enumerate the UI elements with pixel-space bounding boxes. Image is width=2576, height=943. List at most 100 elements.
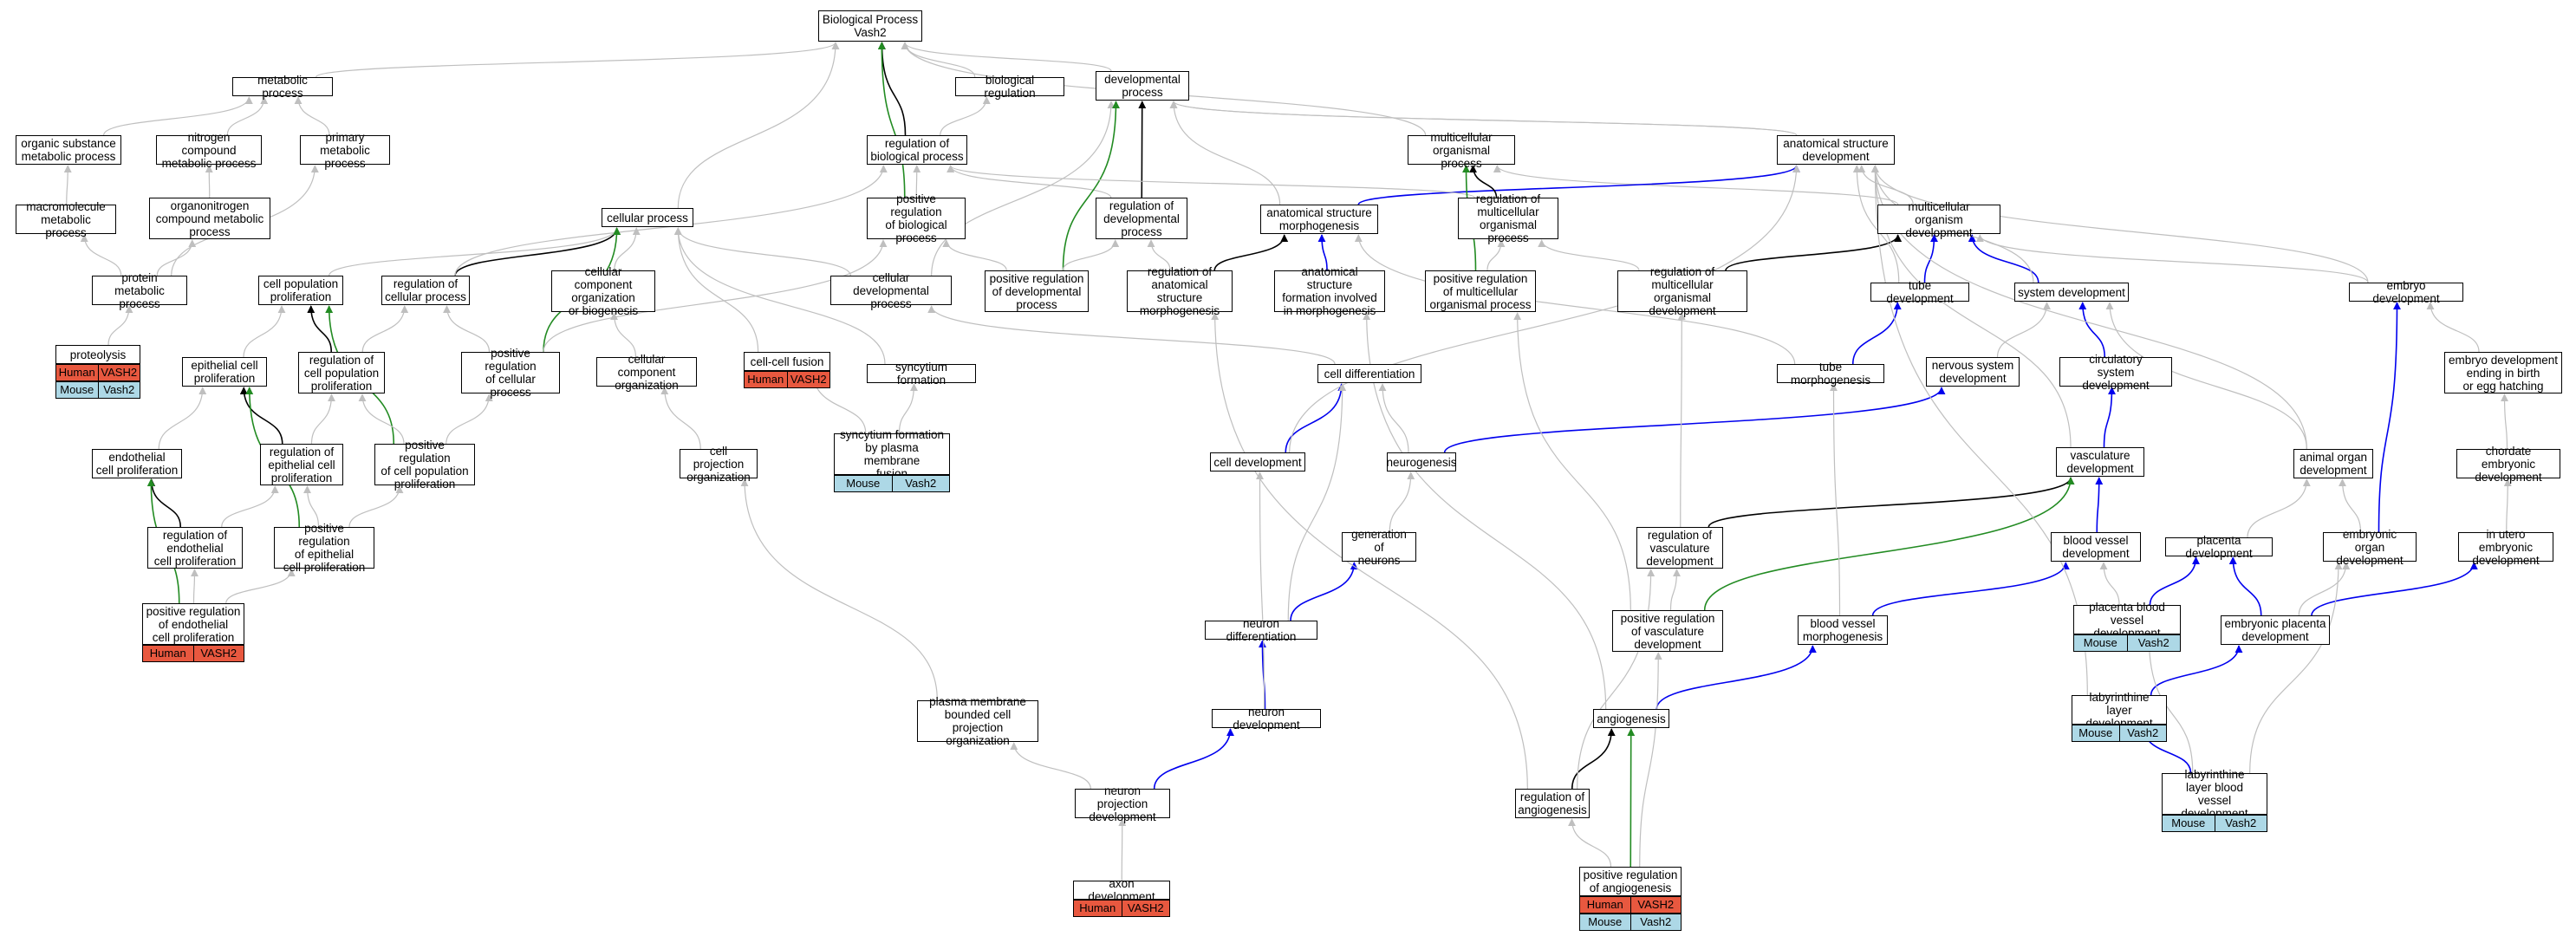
go-term-node-neurdev[interactable]: neuron development (1212, 706, 1321, 732)
go-term-node-placdev[interactable]: placenta development (2165, 534, 2273, 560)
go-term-node-posregbio[interactable]: positive regulation of biological proces… (867, 192, 966, 244)
edge-syncplasma-to-syncform (898, 383, 918, 434)
gene-label[interactable]: Vash2 (2137, 636, 2169, 649)
gene-label[interactable]: VASH2 (790, 373, 827, 386)
gene-label[interactable]: Vash2 (905, 477, 937, 490)
go-term-node-posregcell[interactable]: positive regulation of cellular process (461, 347, 560, 399)
go-term-node-endoprol[interactable]: endothelial cell proliferation (92, 449, 182, 478)
go-term-node-animalorgan[interactable]: animal organ development (2293, 449, 2373, 478)
gene-label[interactable]: VASH2 (200, 647, 237, 660)
go-term-node-celldev[interactable]: cell development (1210, 452, 1305, 472)
go-term-node-posregvasc[interactable]: positive regulation of vasculature devel… (1612, 610, 1723, 652)
go-term-node-posregdev[interactable]: positive regulation of developmental pro… (985, 270, 1089, 312)
go-term-node-proteolysis[interactable]: proteolysis (55, 345, 140, 364)
go-term-node-ccorg[interactable]: cellular component organization or bioge… (551, 265, 655, 317)
go-term-node-labdev[interactable]: labyrinthine layer development (2072, 691, 2167, 730)
go-term-node-ccorg2[interactable]: cellular component organization (596, 353, 697, 392)
go-term-node-tubemorph[interactable]: tube morphogenesis (1777, 361, 1884, 387)
go-term-node-cellproc[interactable]: cellular process (602, 208, 693, 227)
gene-label[interactable]: VASH2 (1637, 898, 1675, 911)
go-term-node-embryobirth[interactable]: embryo development ending in birth or eg… (2444, 352, 2562, 393)
go-term-node-bioreg[interactable]: biological regulation (955, 74, 1064, 100)
go-term-node-neurproj[interactable]: neuron projection development (1075, 784, 1170, 823)
go-term-node-regvasc[interactable]: regulation of vasculature development (1636, 527, 1723, 569)
go-term-node-neurdiff[interactable]: neuron differentiation (1205, 617, 1317, 643)
edge-regmultidev-to-multiorgdev (1725, 234, 1903, 271)
go-term-node-celldevproc[interactable]: cellular developmental process (830, 271, 952, 310)
go-term-node-posregendo[interactable]: positive regulation of endothelial cell … (142, 603, 244, 645)
go-term-node-pmbcpo[interactable]: plasma membrane bounded cell projection … (917, 695, 1038, 747)
go-term-node-reganatmorph[interactable]: regulation of anatomical structure morph… (1127, 265, 1233, 317)
go-term-node-labbv[interactable]: labyrinthine layer blood vessel developm… (2162, 768, 2267, 820)
go-term-node-anatinmorph[interactable]: anatomical structure formation involved … (1274, 265, 1385, 317)
edge-tubedev-to-multiorgdev (1923, 234, 1938, 283)
go-term-node-organonit[interactable]: organonitrogen compound metabolic proces… (149, 198, 270, 239)
go-term-node-regcellpop[interactable]: regulation of cell population proliferat… (298, 352, 385, 393)
go-term-node-embryodev[interactable]: embryo development (2349, 279, 2463, 305)
gene-label[interactable]: Vash2 (1640, 915, 1672, 928)
go-term-node-primary[interactable]: primary metabolic process (300, 131, 390, 170)
edge-neurogen-to-celldiff (1378, 383, 1409, 453)
go-term-node-neurogen[interactable]: neurogenesis (1386, 452, 1457, 472)
edge-labbv-to-embryoorgan (2249, 562, 2343, 774)
gene-label[interactable]: VASH2 (101, 366, 138, 379)
go-term-node-embryoorgan[interactable]: embryonic organ development (2323, 528, 2417, 567)
gene-label[interactable]: VASH2 (1127, 901, 1164, 914)
go-term-node-anatdev[interactable]: anatomical structure development (1777, 135, 1895, 165)
go-term-node-cellfusion[interactable]: cell-cell fusion (744, 352, 830, 371)
go-term-node-celldiff[interactable]: cell differentiation (1317, 364, 1421, 383)
go-term-node-tubedev[interactable]: tube development (1870, 279, 1969, 305)
gene-label[interactable]: Vash2 (2225, 816, 2257, 829)
go-term-node-bp[interactable]: Biological Process Vash2 (818, 10, 922, 42)
go-term-node-regbio[interactable]: regulation of biological process (867, 135, 967, 165)
go-term-node-multiorgdev[interactable]: multicellular organism development (1877, 200, 2000, 239)
edge-organic-to-metabolic (103, 96, 253, 136)
go-term-node-syncplasma[interactable]: syncytium formation by plasma membrane f… (834, 428, 950, 480)
edge-anatmorph-to-devproc (1169, 101, 1281, 205)
edge-regbio-to-bp (878, 42, 907, 136)
go-term-node-epiprol[interactable]: epithelial cell proliferation (182, 357, 267, 387)
go-term-node-organic[interactable]: organic substance metabolic process (16, 135, 121, 165)
gene-label[interactable]: Vash2 (2127, 726, 2159, 739)
go-term-node-bvdev[interactable]: blood vessel development (2051, 532, 2141, 562)
go-term-node-chordate[interactable]: chordate embryonic development (2456, 445, 2560, 484)
go-term-node-posregmulti[interactable]: positive regulation of multicellular org… (1425, 270, 1536, 312)
go-term-node-bvmorph[interactable]: blood vessel morphogenesis (1798, 615, 1888, 645)
go-term-node-syncform[interactable]: syncytium formation (867, 361, 976, 387)
go-term-node-metabolic[interactable]: metabolic process (232, 74, 333, 100)
go-term-node-circdev[interactable]: circulatory system development (2059, 353, 2172, 392)
go-term-node-posregangio[interactable]: positive regulation of angiogenesis (1579, 867, 1682, 896)
go-term-node-nervdev[interactable]: nervous system development (1926, 357, 2020, 387)
go-term-node-cellpopprol[interactable]: cell population proliferation (258, 276, 343, 305)
go-term-node-sysdev[interactable]: system development (2014, 283, 2129, 302)
go-term-node-genneur[interactable]: generation of neurons (1342, 528, 1416, 567)
go-term-node-protmet[interactable]: protein metabolic process (92, 271, 187, 310)
go-term-node-placbv[interactable]: placenta blood vessel development (2073, 601, 2181, 640)
go-term-node-regmultidev[interactable]: regulation of multicellular organismal d… (1617, 265, 1747, 317)
gene-label[interactable]: Vash2 (103, 383, 135, 396)
go-term-node-regepi[interactable]: regulation of epithelial cell proliferat… (260, 444, 343, 485)
go-term-node-axon[interactable]: axon development (1073, 877, 1170, 903)
go-term-node-regcellproc[interactable]: regulation of cellular process (381, 276, 470, 305)
go-term-node-regendo[interactable]: regulation of endothelial cell prolifera… (147, 527, 243, 569)
go-term-node-posregcellpop[interactable]: positive regulation of cell population p… (374, 439, 475, 491)
go-term-node-regdev[interactable]: regulation of developmental process (1096, 198, 1187, 239)
go-term-node-angio[interactable]: angiogenesis (1593, 709, 1669, 728)
go-term-node-regmultiproc[interactable]: regulation of multicellular organismal p… (1458, 192, 1558, 244)
go-term-node-devproc[interactable]: developmental process (1096, 71, 1189, 101)
go-term-node-embplac[interactable]: embryonic placenta development (2221, 615, 2330, 645)
go-term-node-anatmorph[interactable]: anatomical structure morphogenesis (1260, 205, 1378, 234)
go-term-node-nitrogen[interactable]: nitrogen compound metabolic process (156, 131, 262, 170)
go-term-node-multiorg[interactable]: multicellular organismal process (1408, 131, 1515, 170)
go-term-node-regangio[interactable]: regulation of angiogenesis (1515, 789, 1590, 818)
go-term-node-inutero[interactable]: in utero embryonic development (2458, 528, 2553, 567)
go-term-node-vascdev[interactable]: vasculature development (2056, 447, 2144, 477)
go-term-node-posregepi[interactable]: positive regulation of epithelial cell p… (274, 522, 374, 574)
go-term-node-cellproj[interactable]: cell projection organization (680, 445, 758, 484)
go-term-node-macro[interactable]: macromolecule metabolic process (16, 200, 116, 239)
